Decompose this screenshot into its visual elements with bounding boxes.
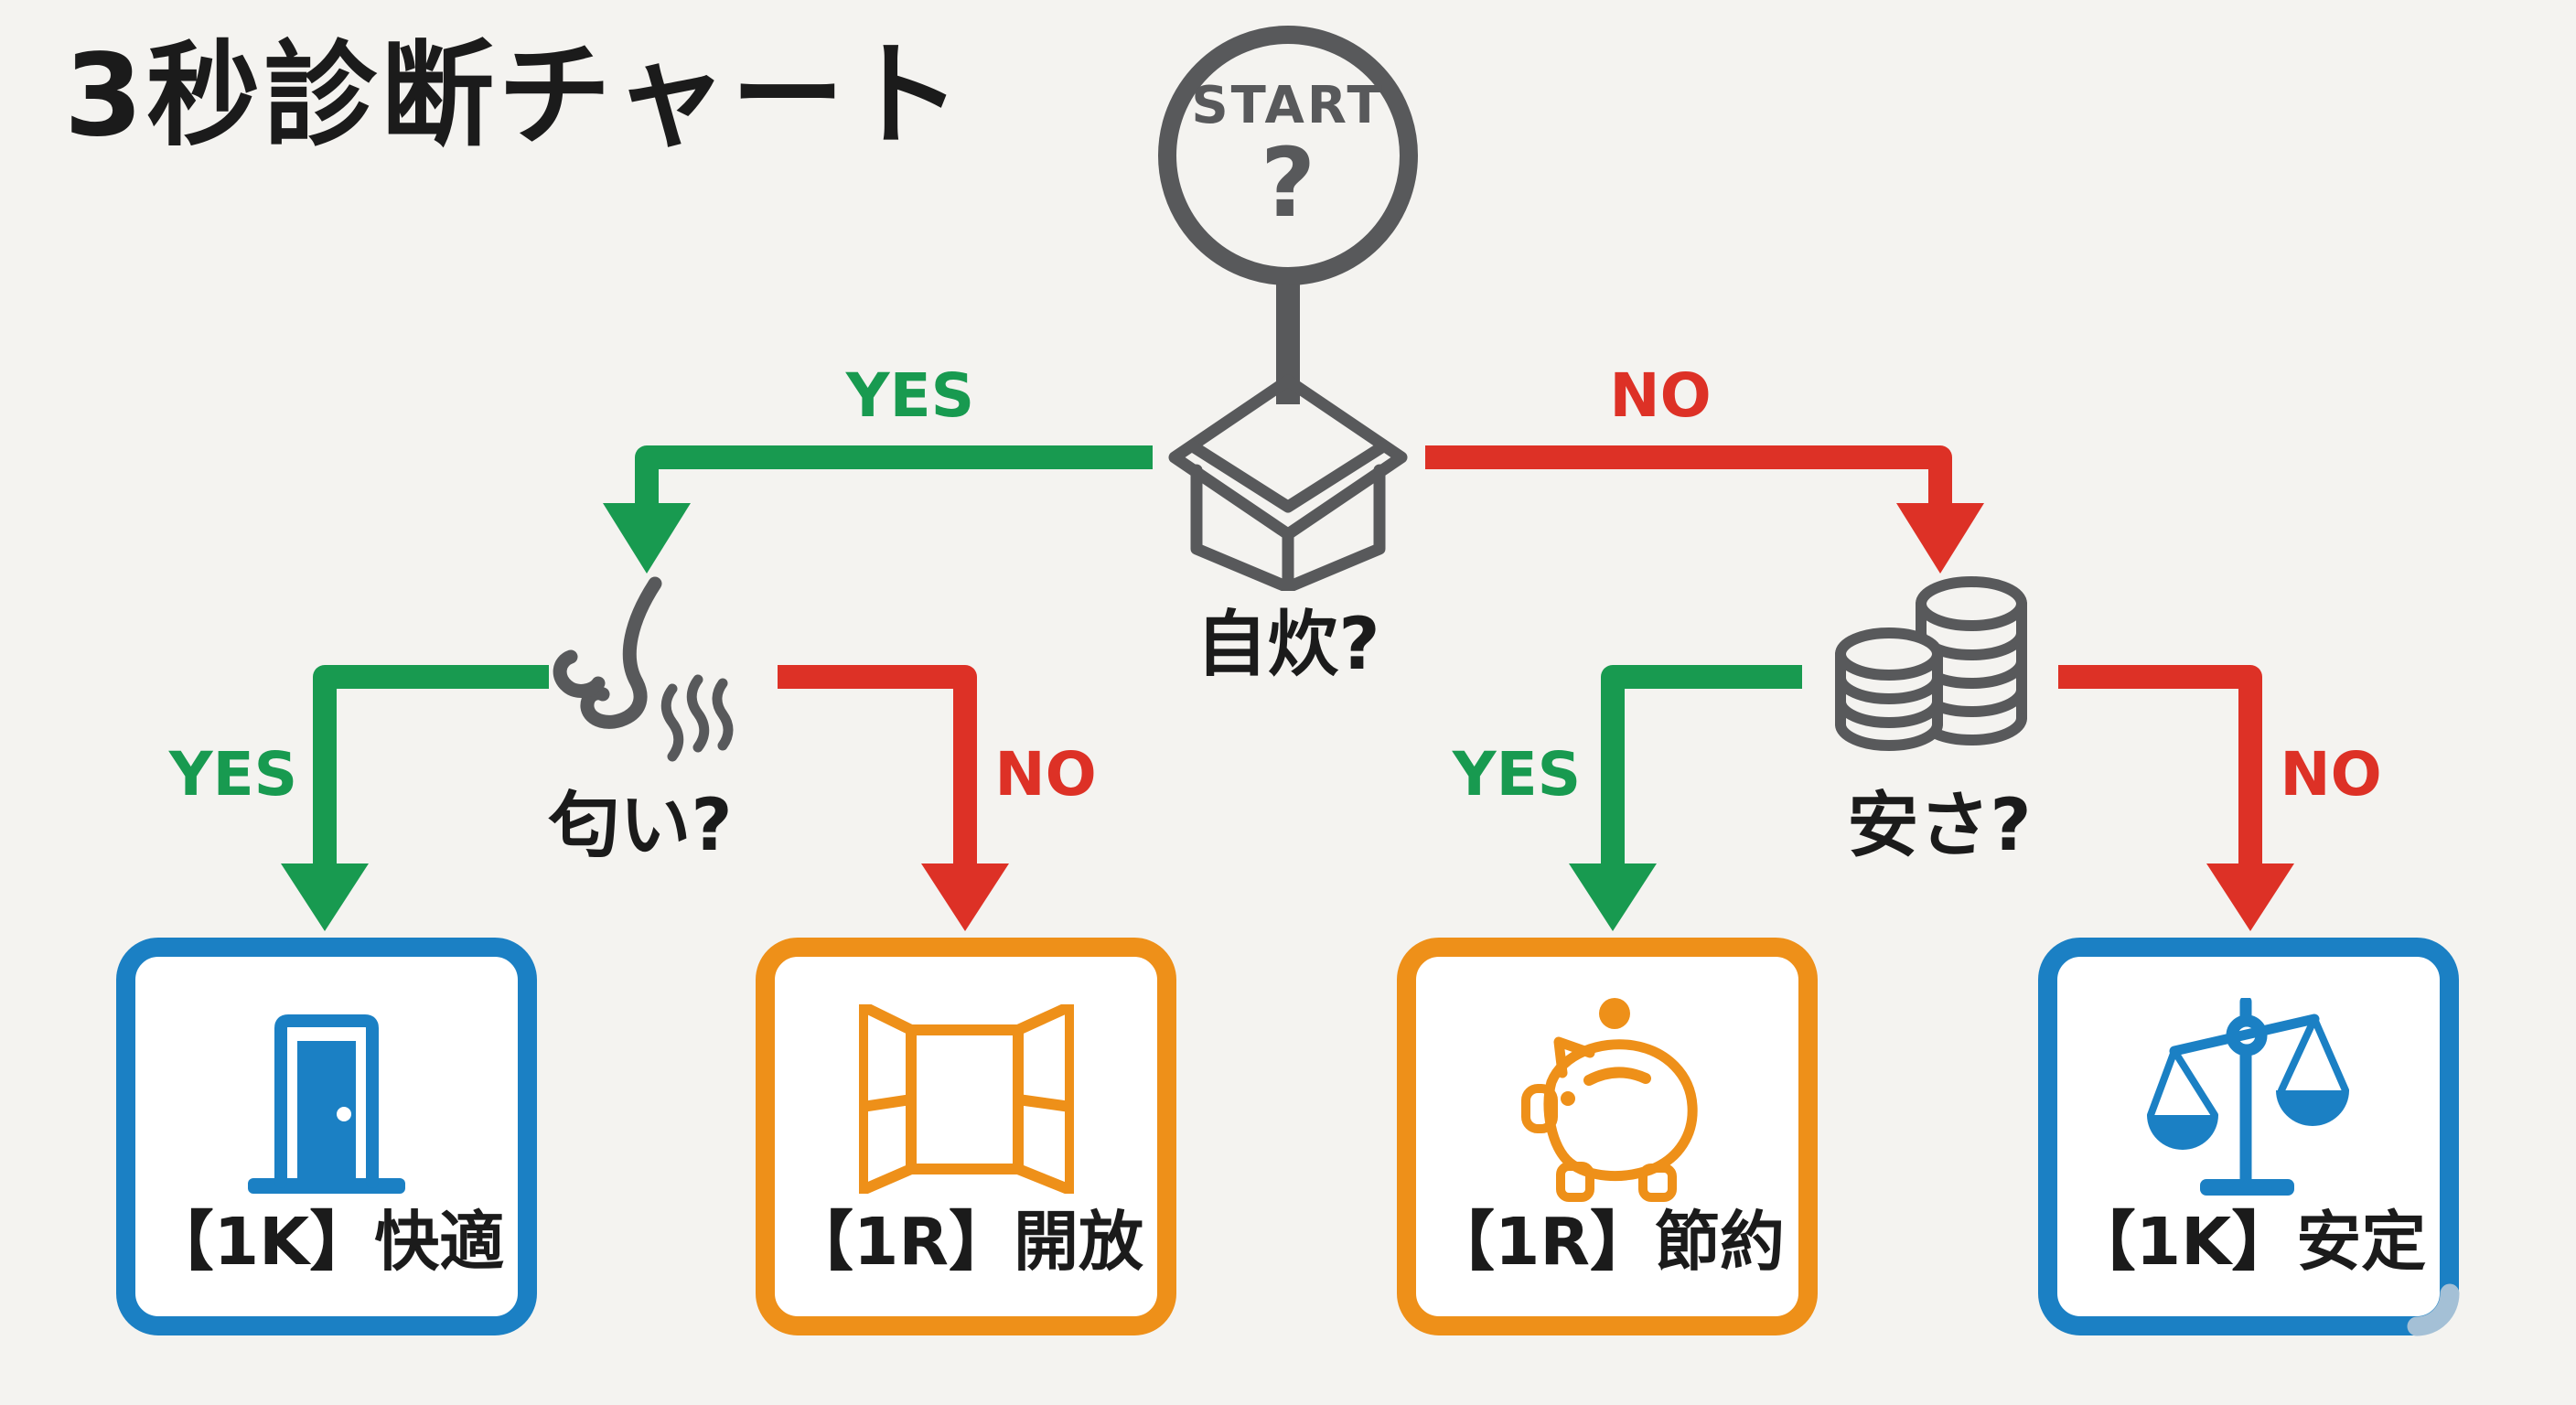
no-cook-arrow-shaft	[1425, 445, 1952, 509]
no-smell-arrow-head	[921, 863, 1009, 931]
open-window-icon	[858, 1003, 1074, 1194]
question-smell-label: 匂い?	[548, 785, 733, 867]
nose-icon	[553, 576, 734, 762]
door-icon	[248, 1014, 405, 1194]
coins-icon	[1835, 576, 2027, 751]
no-price-arrow-shaft	[2058, 665, 2262, 869]
no-price-arrow-head	[2206, 863, 2294, 931]
yes-smell-arrow-shaft	[313, 665, 549, 869]
branch-label-yes-price: YES	[1452, 739, 1582, 810]
corner-highlight	[2407, 1283, 2460, 1336]
start-question-mark: ?	[1260, 127, 1316, 239]
result-card-1r-open: 【1R】開放	[756, 938, 1176, 1335]
yes-price-arrow-shaft	[1601, 665, 1802, 869]
result-label: 【1R】開放	[788, 1204, 1144, 1280]
question-cook-label: 自炊?	[1196, 604, 1380, 686]
result-card-1k-stable: 【1K】安定	[2038, 938, 2459, 1335]
page-title: 3秒診断チャート	[64, 30, 966, 162]
yes-cook-arrow-head	[603, 503, 691, 574]
branch-label-no-smell: NO	[994, 739, 1097, 810]
yes-price-arrow-head	[1569, 863, 1657, 931]
open-box-icon	[1168, 374, 1408, 591]
branch-label-no-cook: NO	[1609, 360, 1712, 431]
branch-label-yes-cook: YES	[845, 360, 975, 431]
yes-smell-arrow-head	[281, 863, 369, 931]
start-node: START ?	[1158, 26, 1418, 285]
no-cook-arrow-head	[1896, 503, 1984, 574]
yes-cook-arrow-shaft	[635, 445, 1153, 509]
result-label: 【1R】節約	[1429, 1204, 1786, 1280]
result-label: 【1K】快適	[148, 1204, 505, 1280]
result-label: 【1K】安定	[2070, 1204, 2427, 1280]
branch-label-no-price: NO	[2280, 739, 2382, 810]
question-price-label: 安さ?	[1847, 785, 2032, 867]
result-card-1k-comfort: 【1K】快適	[116, 938, 537, 1335]
piggy-bank-icon	[1521, 998, 1698, 1202]
balance-scale-icon	[2147, 998, 2349, 1196]
result-card-1r-saving: 【1R】節約	[1397, 938, 1818, 1335]
start-label: START	[1191, 76, 1385, 135]
no-smell-arrow-shaft	[778, 665, 977, 869]
branch-label-yes-smell: YES	[168, 739, 298, 810]
